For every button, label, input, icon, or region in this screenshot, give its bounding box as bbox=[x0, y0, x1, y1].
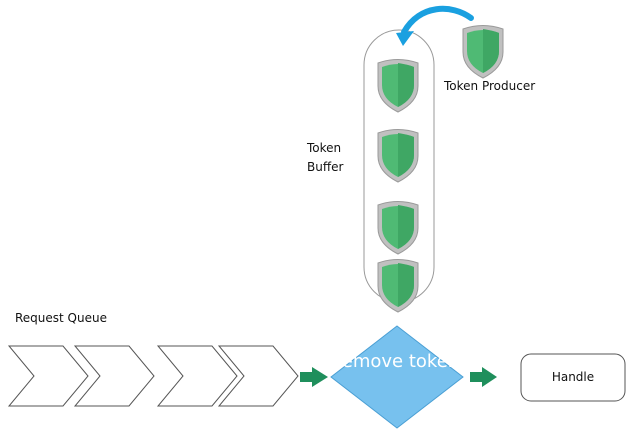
request-queue-label: Request Queue bbox=[15, 311, 107, 325]
producer-token-shield-icon bbox=[462, 25, 504, 79]
queue-chevron bbox=[73, 345, 155, 407]
flow-arrow-icon bbox=[470, 367, 497, 387]
token-shield-icon bbox=[377, 259, 419, 313]
flow-arrow-icon bbox=[300, 367, 328, 387]
token-producer-label: Token Producer bbox=[444, 79, 536, 93]
queue-chevron bbox=[7, 345, 89, 407]
handle-box bbox=[520, 353, 626, 402]
refill-arrow-icon bbox=[396, 5, 474, 46]
remove-token-diamond bbox=[330, 325, 464, 429]
remove-token-label: remove token bbox=[334, 351, 460, 372]
queue-chevron bbox=[217, 345, 299, 407]
queue-chevron bbox=[156, 345, 238, 407]
handle-label: Handle bbox=[551, 370, 595, 384]
token-buffer-label: Token Buffer bbox=[307, 141, 344, 174]
